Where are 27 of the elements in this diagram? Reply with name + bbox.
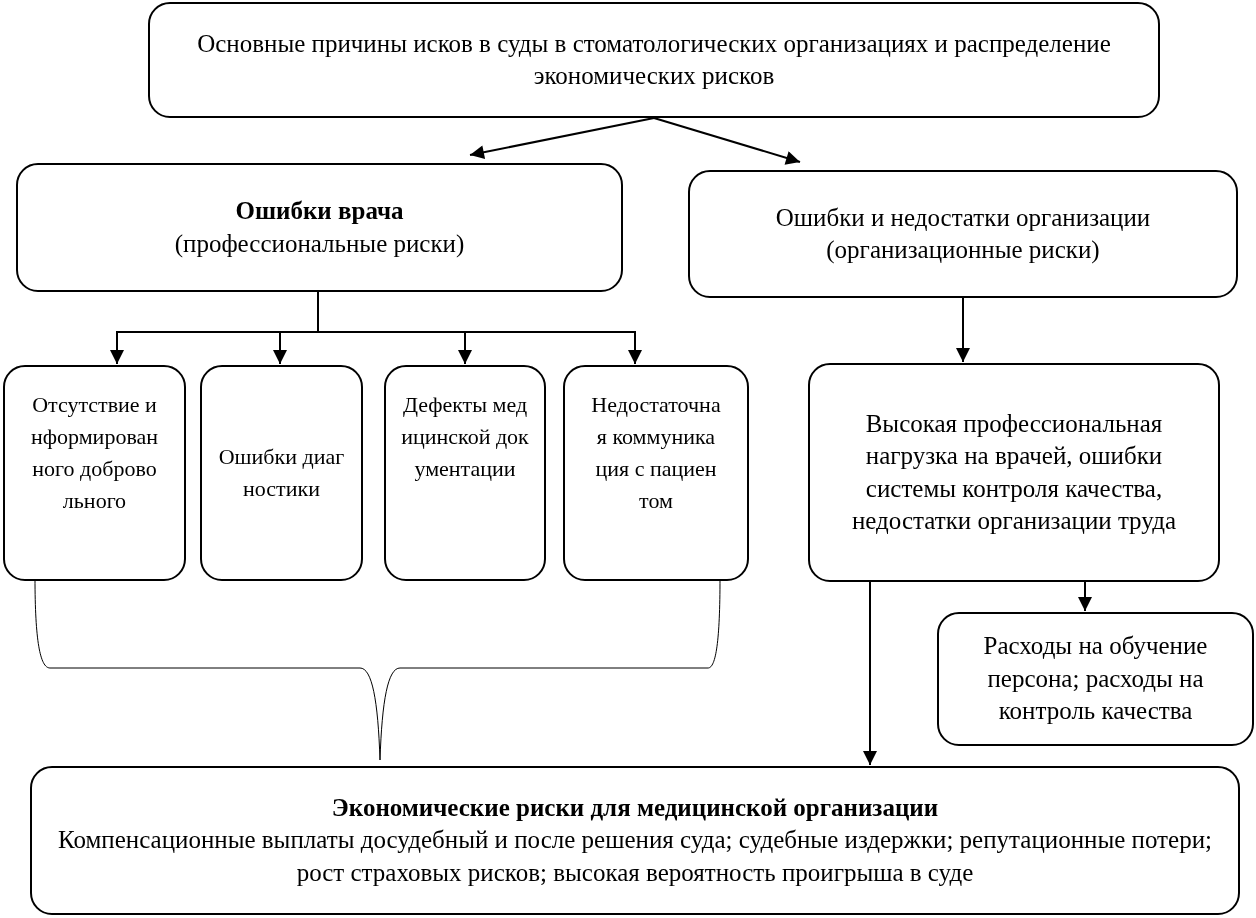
arrow: [653, 117, 801, 165]
arrow: [863, 581, 877, 766]
box-heading: Ошибки врача: [235, 196, 404, 226]
rounded-box: [148, 2, 1160, 118]
rounded-box: [937, 612, 1254, 746]
box-text: Ошибки и недостатки организации (организационные риски): [774, 202, 1152, 266]
box-text: Высокая профессиональная нагрузка на врачей, ошибки системы контроля качества, недостатки организации труда: [850, 408, 1178, 536]
box-text: Расходы на обучение персона; расходы на контроль качества: [982, 631, 1209, 727]
rounded-box: [16, 163, 623, 292]
arrow: [956, 297, 970, 363]
box-text: Отсутствие информированного добровольного: [30, 391, 159, 515]
rounded-box: [808, 363, 1220, 582]
rounded-box: [3, 365, 186, 581]
arrow: [1078, 581, 1092, 612]
box-text: Дефекты медицинской документации: [400, 391, 530, 483]
box-text: Компенсационные выплаты досудебный и после решения суда; судебные издержки; репутационные потери; рост страховых рисков; высокая вероятность проигрыша в суде: [57, 825, 1213, 888]
box-heading: Экономические риски для медицинской организации: [331, 792, 939, 823]
rounded-box: [688, 170, 1238, 298]
rounded-box: [200, 365, 363, 581]
arrow: [469, 117, 655, 160]
box-text: Ошибки диагностики: [217, 443, 346, 503]
rounded-box: [30, 766, 1240, 915]
box-text: (профессиональные риски): [174, 228, 465, 259]
box-text: Недостаточная коммуникация с пациентом: [591, 391, 721, 515]
rounded-box: [384, 365, 546, 581]
rounded-box: [563, 365, 749, 581]
box-text: Основные причины исков в суды в стоматологических организациях и распределение экономических рисков: [196, 28, 1112, 91]
